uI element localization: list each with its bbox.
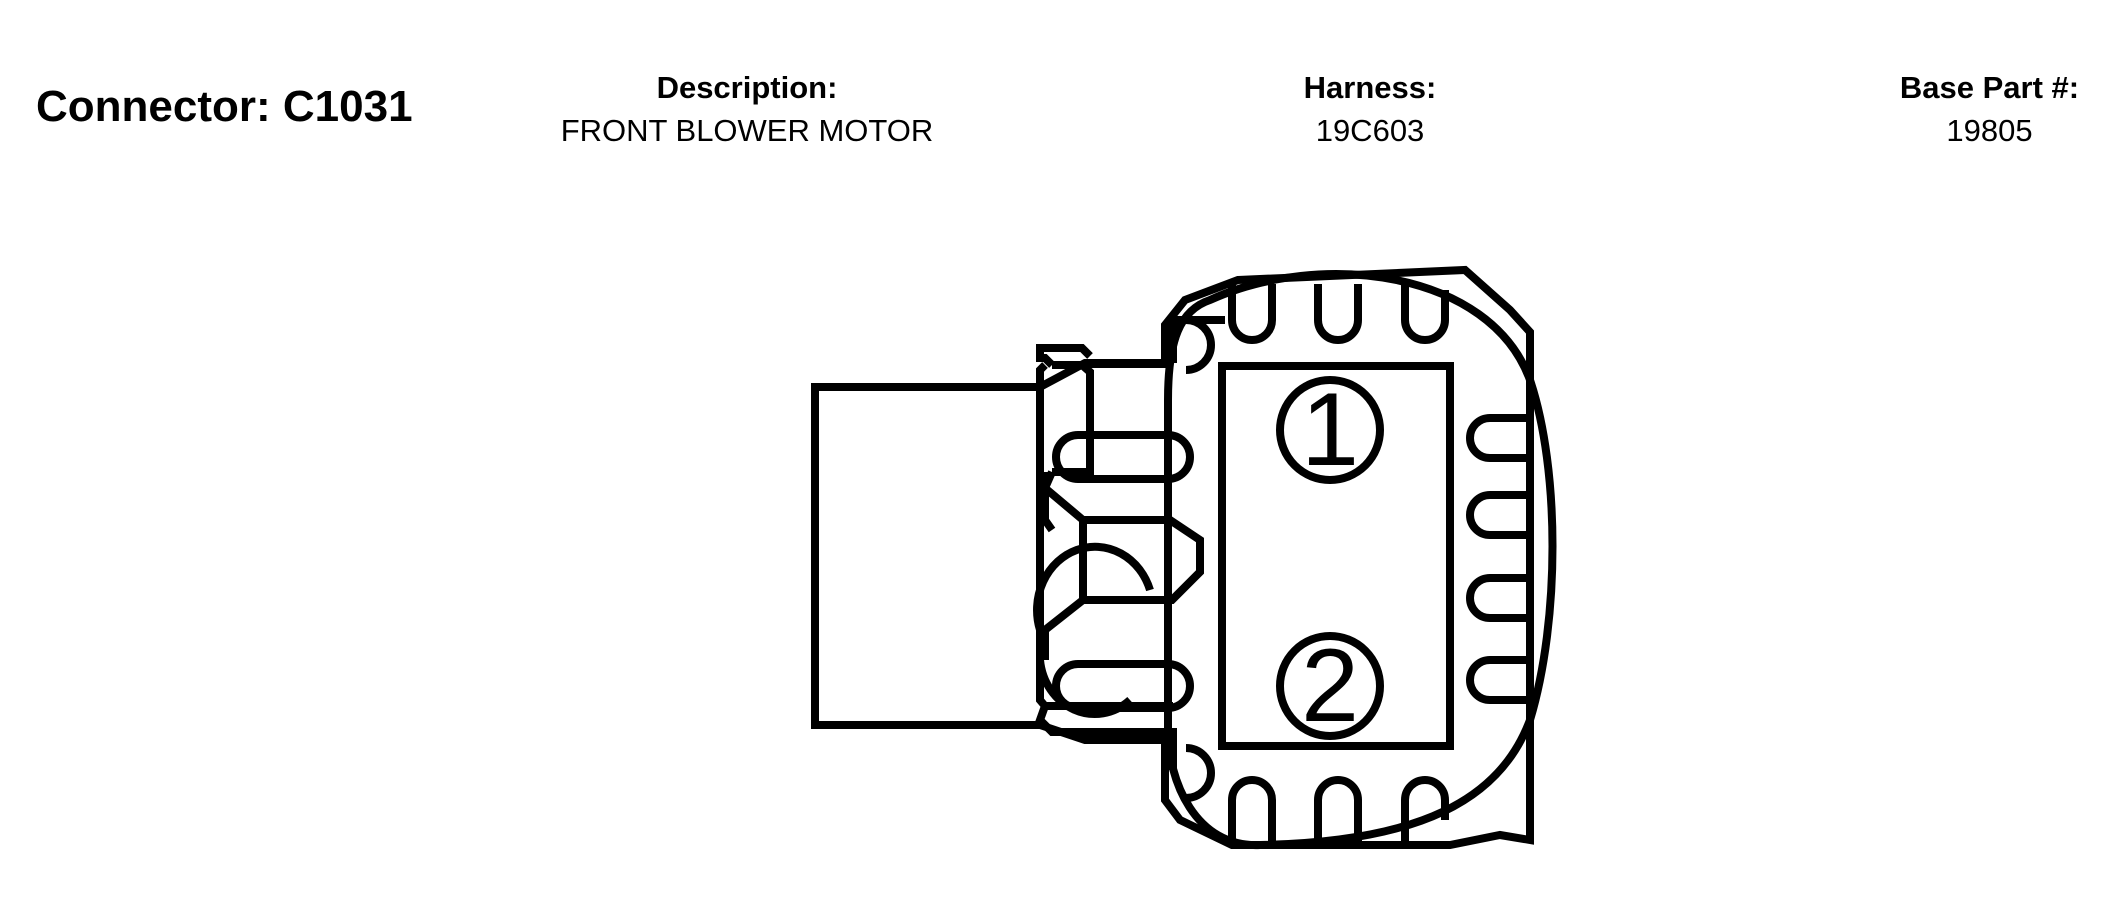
harness-field: Harness: 19C603 (1250, 68, 1490, 154)
connector-title: Connector: C1031 (36, 82, 413, 131)
connector-housing (811, 265, 1557, 850)
harness-value: 19C603 (1315, 113, 1425, 148)
base-part-value: 19805 (1946, 113, 2033, 148)
pin-2-circle (1276, 632, 1384, 740)
harness-label: Harness: (1303, 70, 1437, 105)
pin-2: 2 (1276, 628, 1384, 744)
pin-1-circle (1276, 376, 1384, 484)
pin-1: 1 (1276, 372, 1384, 488)
pin-1-label: 1 (1301, 372, 1359, 488)
description-value: FRONT BLOWER MOTOR (560, 113, 934, 148)
description-label: Description: (656, 70, 838, 105)
description-field: Description: FRONT BLOWER MOTOR (542, 68, 952, 154)
base-part-field: Base Part #: 19805 (1875, 68, 2104, 154)
base-part-label: Base Part #: (1899, 70, 2080, 105)
pin-2-label: 2 (1301, 628, 1359, 744)
